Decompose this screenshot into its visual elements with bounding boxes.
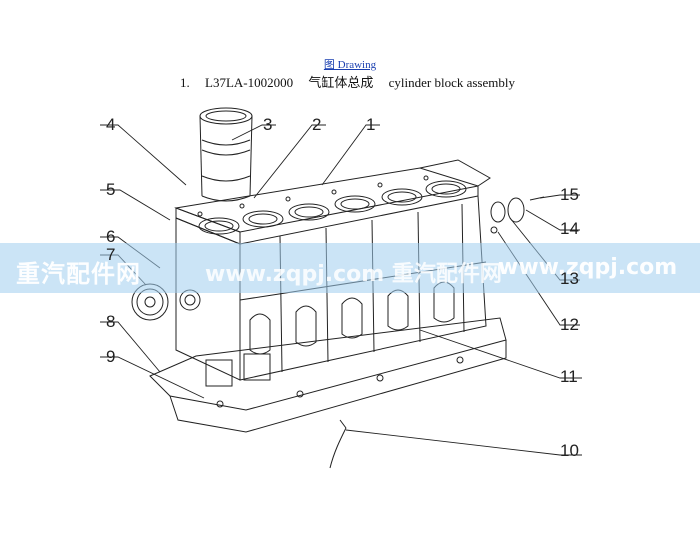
block-top-deck [174, 159, 491, 245]
dipstick-tube [329, 419, 347, 469]
leader-11 [419, 329, 582, 379]
callout-15: 15 [560, 185, 579, 204]
callout-10: 10 [560, 441, 579, 460]
cylinder-liner [199, 107, 253, 202]
callout-1: 1 [366, 115, 376, 134]
callout-4: 4 [106, 115, 116, 134]
part-number: L37LA-1002000 [205, 75, 294, 90]
watermark-right: www.zqpj.com [498, 255, 678, 280]
watermark-center: www.zqpj.com 重汽配件网 [205, 262, 502, 287]
callout-9: 9 [106, 347, 116, 366]
callout-7: 7 [106, 245, 116, 264]
callout-5: 5 [106, 180, 116, 199]
callout-12: 12 [560, 315, 579, 334]
leader-14 [525, 209, 580, 231]
lower-flange [149, 317, 507, 433]
assembly-title: 1. L37LA-1002000 气缸体总成 cylinder block as… [180, 72, 527, 91]
watermark-left: 重汽配件网 [16, 260, 141, 288]
part-name-cn: 气缸体总成 [308, 75, 374, 90]
leader-3 [231, 124, 276, 141]
callout-8: 8 [106, 312, 116, 331]
leader-1 [321, 124, 380, 186]
item-index: 1. [180, 75, 190, 90]
callout-13: 13 [560, 269, 579, 288]
drawing-link[interactable]: 图 Drawing [323, 59, 377, 71]
leader-10 [345, 429, 582, 456]
part-name-en: cylinder block assembly [388, 75, 515, 90]
leader-15 [539, 194, 580, 199]
callout-3: 3 [263, 115, 273, 134]
right-end-parts [490, 196, 545, 234]
callout-14: 14 [560, 219, 579, 238]
leader-8 [100, 321, 161, 373]
callout-11: 11 [560, 367, 578, 386]
leader-4 [100, 124, 187, 186]
callout-6: 6 [106, 227, 116, 246]
callout-2: 2 [312, 115, 322, 134]
leader-5 [100, 189, 171, 221]
leader-2 [253, 124, 326, 199]
leader-9 [100, 356, 205, 399]
watermark-banner [0, 243, 700, 293]
